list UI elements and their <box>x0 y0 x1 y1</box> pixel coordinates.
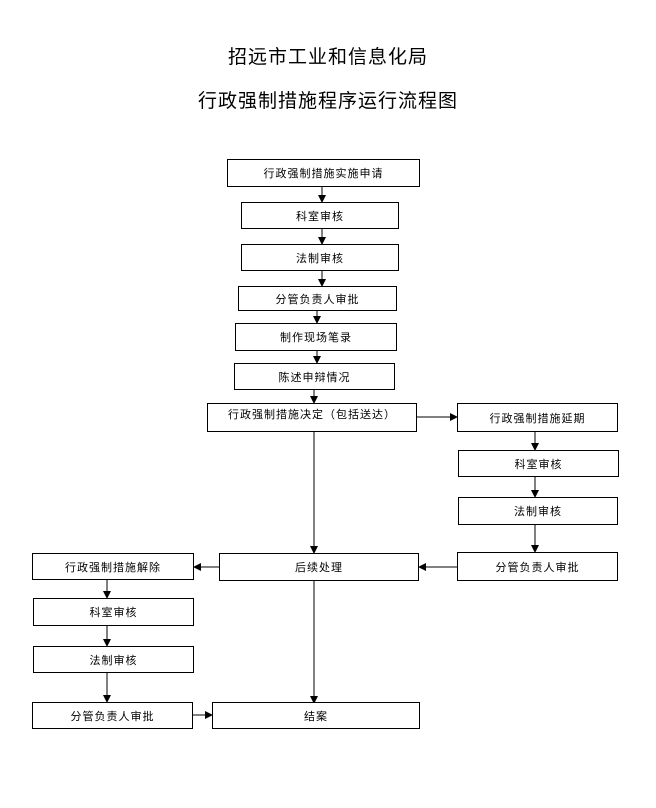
diagram-title-line2: 行政强制措施程序运行流程图 <box>197 90 458 112</box>
step-legal-review-3: 法制审核 <box>33 646 194 673</box>
step-release: 行政强制措施解除 <box>32 553 194 580</box>
step-leader-approve-2: 分管负责人审批 <box>457 552 618 581</box>
step-leader-approve-3: 分管负责人审批 <box>32 702 193 729</box>
diagram-title-line1: 招远市工业和信息化局 <box>227 46 428 68</box>
step-legal-review-1: 法制审核 <box>241 244 399 271</box>
step-follow-up: 后续处理 <box>219 553 419 581</box>
step-leader-approve-1: 分管负责人审批 <box>238 286 397 311</box>
step-scene-record: 制作现场笔录 <box>235 323 397 351</box>
step-dept-review-3: 科室审核 <box>33 598 194 626</box>
step-dept-review-1: 科室审核 <box>241 202 399 229</box>
step-dept-review-2: 科室审核 <box>458 450 619 477</box>
step-close: 结案 <box>212 702 420 729</box>
step-extension: 行政强制措施延期 <box>457 403 618 432</box>
step-decision: 行政强制措施决定（包括送达） <box>207 403 417 432</box>
step-legal-review-2: 法制审核 <box>458 497 618 525</box>
step-statement: 陈述申辩情况 <box>234 363 395 390</box>
step-apply: 行政强制措施实施申请 <box>227 159 420 187</box>
